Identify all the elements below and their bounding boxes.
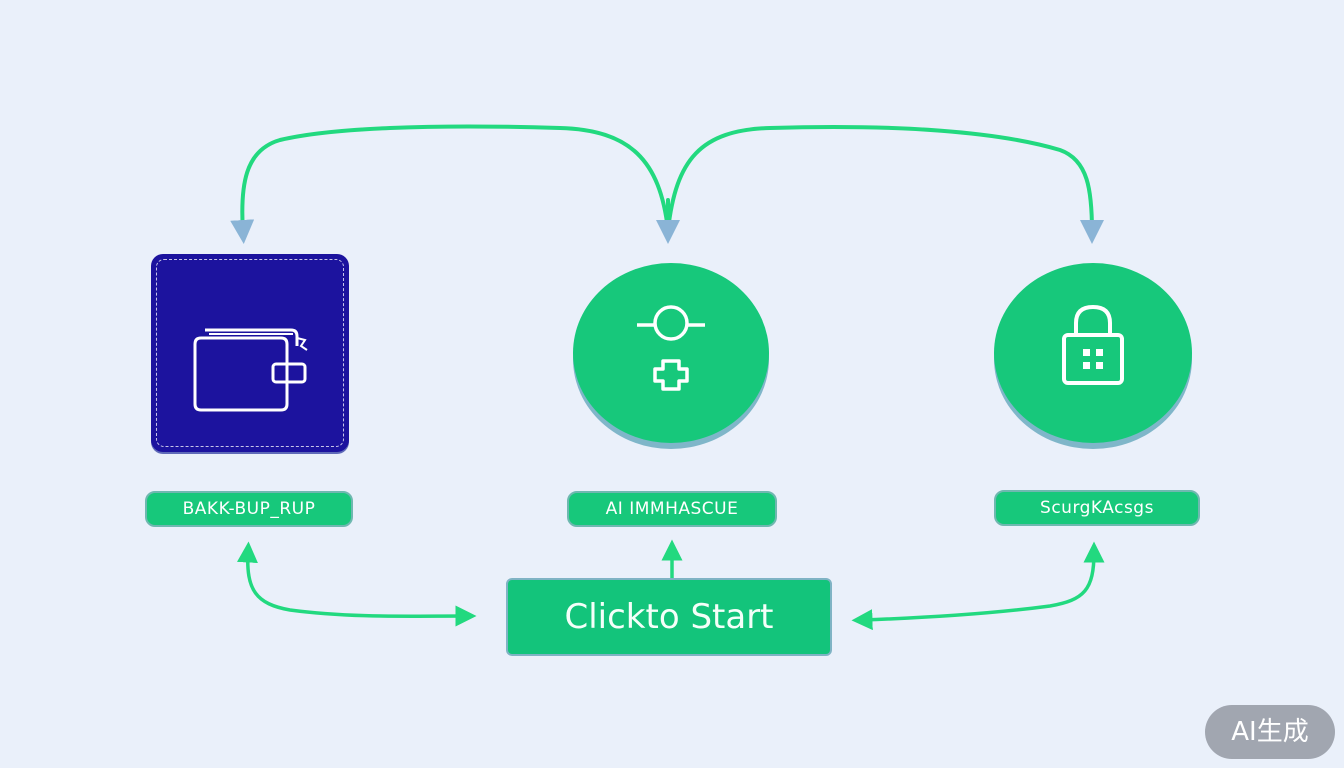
connector-top-left	[230, 124, 670, 244]
ai-plus-icon	[637, 305, 705, 391]
ai-generated-badge: AI生成	[1205, 705, 1335, 759]
ai-node[interactable]	[573, 263, 769, 443]
secure-label: ScurgKAcsgs	[994, 490, 1200, 526]
secure-node[interactable]	[994, 263, 1192, 443]
connector-top-center	[666, 124, 1104, 244]
connector-bottom-right	[851, 541, 1105, 631]
backup-label: BAKK-BUP_RUP	[145, 491, 353, 527]
backup-node[interactable]	[151, 254, 349, 452]
lock-icon	[1062, 304, 1124, 385]
folder-icon	[193, 328, 308, 412]
ai-label: AI IMMHASCUE	[567, 491, 777, 527]
connector-bottom-left	[236, 541, 477, 627]
start-button[interactable]: Clickto Start	[506, 578, 832, 656]
